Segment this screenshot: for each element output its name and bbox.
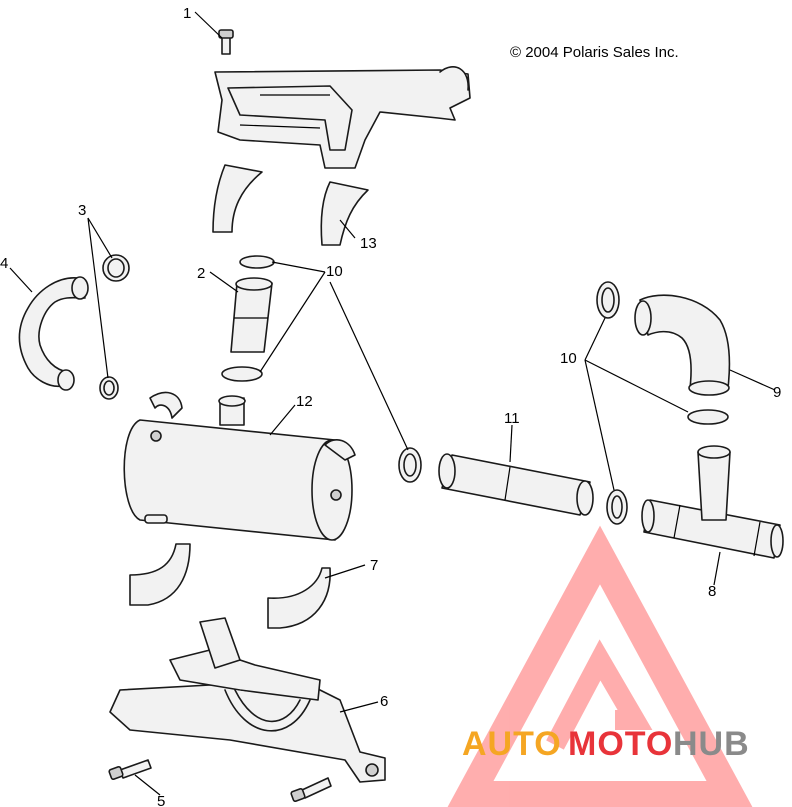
- copyright-text: © 2004 Polaris Sales Inc.: [510, 44, 679, 61]
- watermark-hub: HUB: [673, 725, 750, 763]
- callout-1: 1: [183, 5, 191, 22]
- callout-7: 7: [370, 557, 378, 574]
- callout-13: 13: [360, 235, 377, 252]
- watermark-auto: AUTO: [462, 725, 562, 763]
- part-7-straps: [129, 543, 331, 629]
- part-3-clamps: [99, 254, 130, 400]
- part-5-bolts: [108, 759, 332, 802]
- callout-11: 11: [504, 410, 520, 427]
- part-4-hose: [18, 276, 89, 391]
- callout-4: 4: [0, 255, 8, 272]
- callout-2: 2: [197, 265, 205, 282]
- part-9-elbow-hose: [634, 294, 731, 396]
- part-10-clamps-upper: [221, 255, 422, 483]
- callout-10-a: 10: [326, 263, 343, 280]
- leader-lines: [9, 11, 776, 796]
- callout-6: 6: [380, 693, 388, 710]
- part-11-hose: [438, 453, 594, 516]
- callout-labels: 1 3 4 2 10 13 12 7 6 5 11 10 9 8: [0, 5, 781, 807]
- watermark-logo: [447, 525, 753, 807]
- part-8-tee: [641, 445, 784, 559]
- part-6-bracket: [109, 617, 386, 783]
- callout-5: 5: [157, 793, 165, 807]
- part-1-bolt: [218, 29, 234, 55]
- part-10-clamps-right: [596, 281, 729, 525]
- part-13-straps: [212, 164, 369, 246]
- watermark-moto: MOTO: [568, 725, 673, 763]
- callout-3: 3: [78, 202, 86, 219]
- watermark-text: AUTO MOTO HUB: [462, 725, 750, 763]
- part-12-muffler: [123, 391, 356, 541]
- callout-9: 9: [773, 384, 781, 401]
- callout-8: 8: [708, 583, 716, 600]
- part-2-hose: [230, 277, 273, 353]
- callout-10-b: 10: [560, 350, 577, 367]
- frame: [214, 66, 471, 169]
- callout-12: 12: [296, 393, 313, 410]
